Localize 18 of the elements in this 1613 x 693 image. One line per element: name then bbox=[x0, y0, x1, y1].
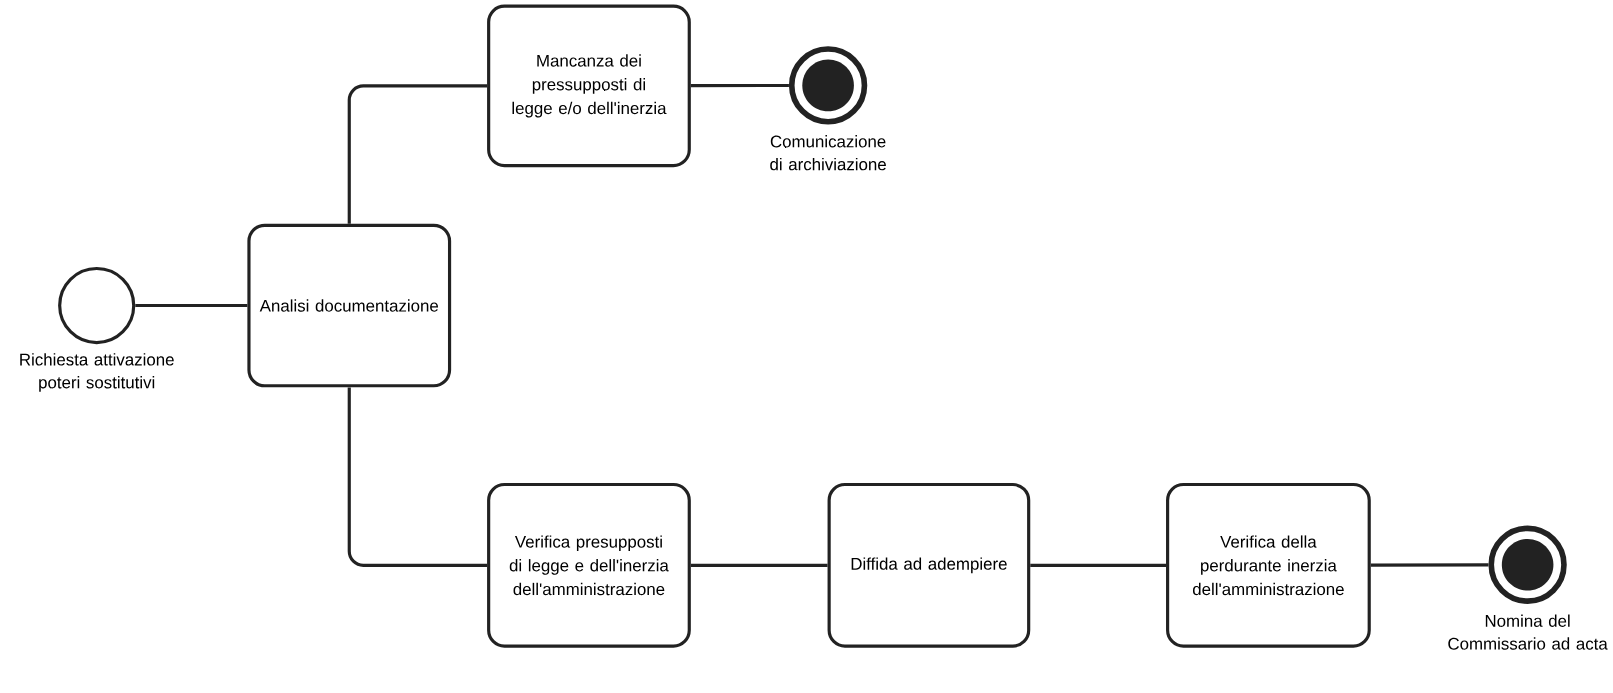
connector-line bbox=[1370, 563, 1489, 567]
end-event-circle bbox=[1488, 525, 1567, 604]
event-caption: Richiesta attivazione poteri sostitutivi bbox=[20, 353, 174, 392]
end-event-circle bbox=[788, 46, 868, 125]
process-box: Analisi documentazione bbox=[247, 223, 452, 388]
connector-line bbox=[347, 387, 488, 567]
connector-line bbox=[690, 83, 789, 88]
event-caption: Comunicazione di archiviazione bbox=[770, 134, 886, 171]
process-box: Diffida ad adempiere bbox=[827, 482, 1031, 648]
connector-line bbox=[1030, 563, 1167, 567]
event-caption: Nomina del Commissario ad acta bbox=[1448, 614, 1608, 650]
process-box: Verifica della perdurante inerzia dell'amministrazione bbox=[1166, 482, 1371, 648]
connector-line bbox=[690, 563, 828, 567]
connector-line bbox=[135, 303, 248, 307]
process-box: Verifica presupposti di legge e dell'inerzia dell'amministrazione bbox=[487, 482, 691, 648]
process-box: Mancanza dei pressupposti di legge e/o dell'inerzia bbox=[487, 4, 691, 168]
start-event-circle bbox=[58, 266, 136, 344]
connector-line bbox=[347, 84, 488, 224]
